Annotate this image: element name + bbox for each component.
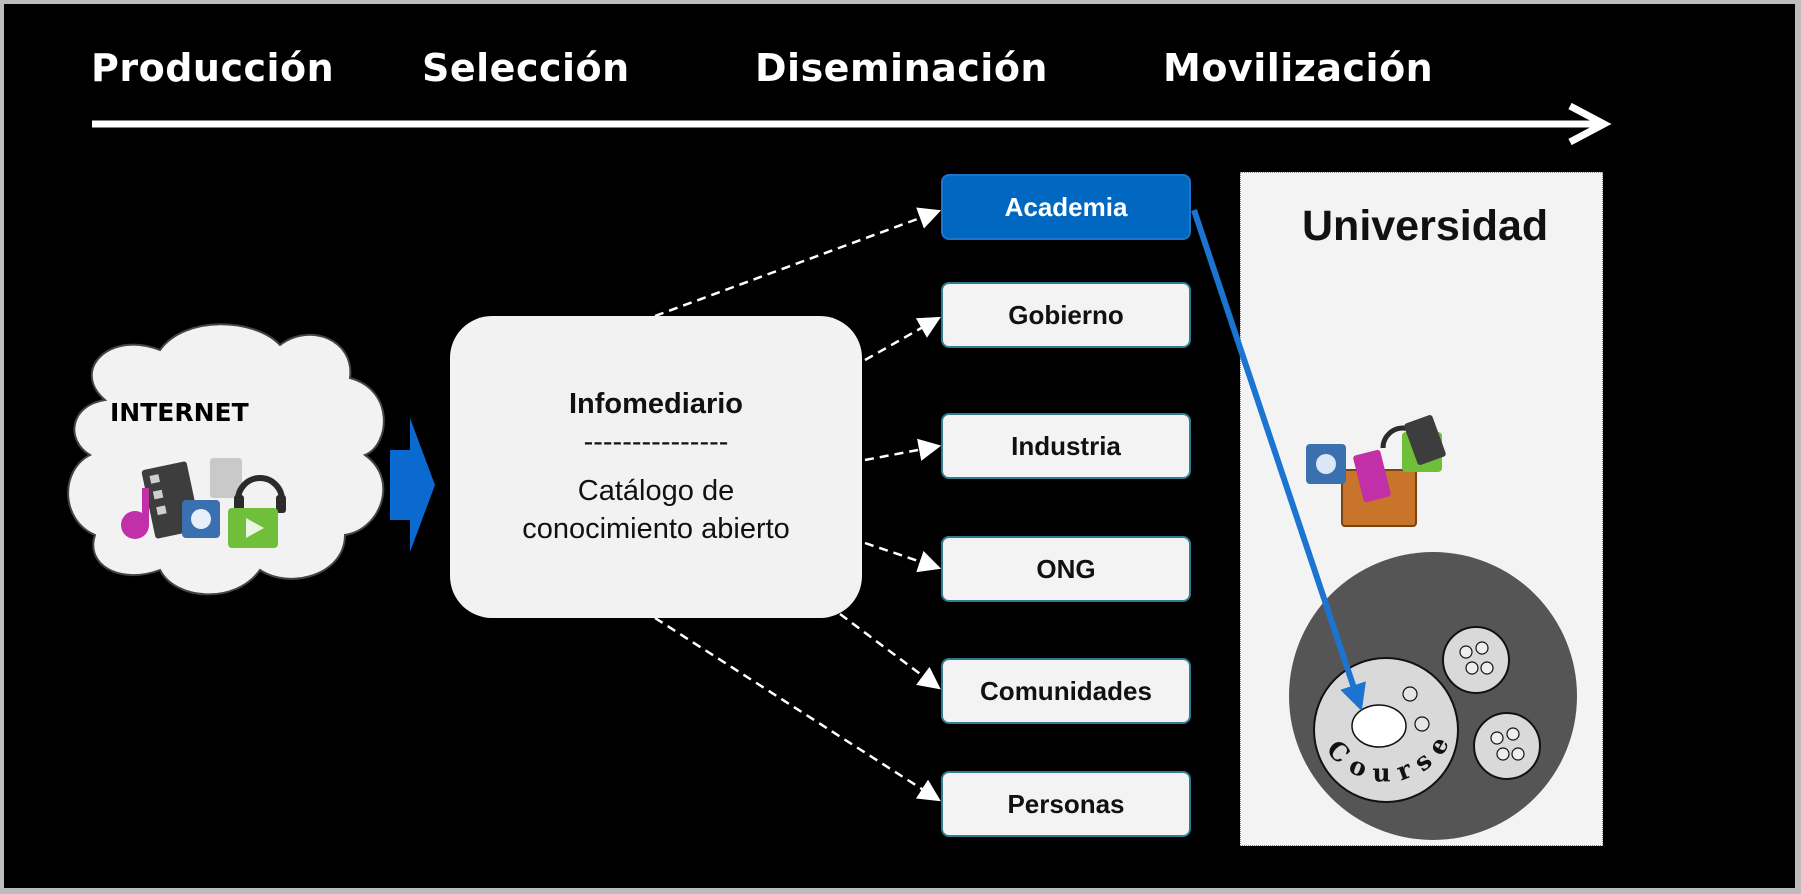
sector-comunidades: Comunidades — [941, 658, 1191, 724]
universidad-title: Universidad — [1302, 202, 1549, 250]
stage-label-seleccion: Selección — [422, 46, 630, 90]
course-diagram: Course — [1289, 552, 1577, 840]
stage-label-diseminacion: Diseminación — [755, 46, 1048, 90]
distribution-arrows — [654, 207, 942, 802]
sector-academia: Academia — [941, 174, 1191, 240]
sector-gobierno: Gobierno — [941, 282, 1191, 348]
sector-personas: Personas — [941, 771, 1191, 837]
sector-ong: ONG — [941, 536, 1191, 602]
academia-course-connector — [1191, 209, 1366, 712]
stage-label-movilizacion: Movilización — [1163, 46, 1434, 90]
catalog-line-1: Catálogo de — [577, 475, 735, 507]
infomediario-box: Infomediario --------------- Catálogo de… — [450, 316, 862, 618]
infomediario-title: Infomediario — [568, 388, 743, 420]
flow-arrow — [390, 418, 435, 552]
sector-industria: Industria — [941, 413, 1191, 479]
infomediario-separator: --------------- — [583, 426, 729, 458]
timeline-arrow — [92, 102, 1612, 146]
media-box-icon — [1306, 415, 1446, 527]
stage-label-produccion: Producción — [91, 46, 335, 90]
catalog-line-2: conocimiento abierto — [522, 513, 790, 545]
internet-label: INTERNET — [110, 398, 249, 427]
media-cluster-icon — [121, 458, 286, 548]
infomediario-catalog: Catálogo de conocimiento abierto — [450, 472, 862, 548]
